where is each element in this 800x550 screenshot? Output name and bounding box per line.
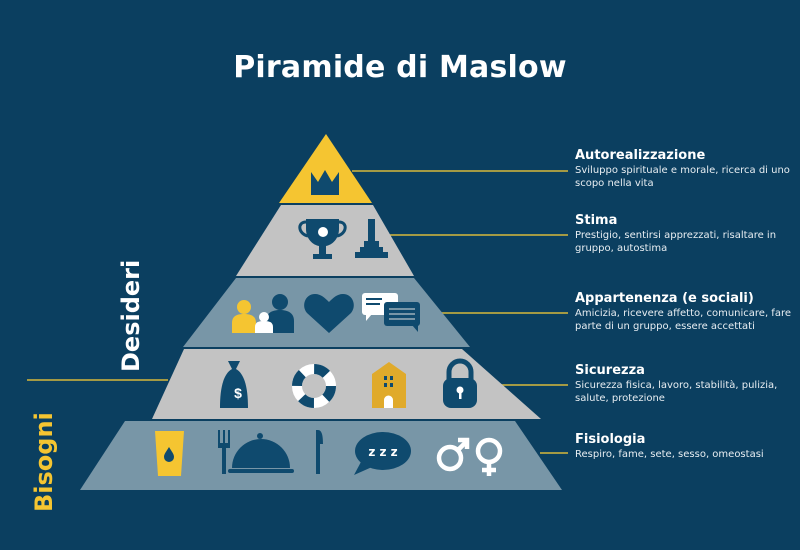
tier-autorealizzazione	[279, 134, 372, 203]
tier-sicurezza	[152, 349, 541, 419]
level-autorealizzazione: Autorealizzazione Sviluppo spirituale e …	[575, 148, 795, 190]
crown-icon	[311, 170, 339, 195]
lifebuoy-icon	[292, 364, 336, 408]
house-icon	[372, 362, 406, 408]
level-description: Respiro, fame, sete, sesso, omeostasi	[575, 449, 764, 460]
tier-fisiologia	[80, 421, 562, 490]
sleep-text: z z z	[368, 445, 397, 459]
trophy-icon	[298, 219, 347, 259]
gender-icon	[436, 437, 503, 476]
level-description: Prestigio, sentirsi apprezzati, risaltar…	[575, 230, 777, 254]
level-title: Appartenenza (e sociali)	[575, 291, 754, 306]
dollar-sign: $	[234, 385, 242, 401]
water-glass-icon	[155, 431, 184, 476]
level-sicurezza: Sicurezza Sicurezza fisica, lavoro, stab…	[575, 363, 795, 405]
money-bag-icon: $	[220, 361, 248, 408]
bisogni-label: Bisogni	[30, 412, 58, 512]
level-description: Sviluppo spirituale e morale, ricerca di…	[575, 165, 790, 189]
padlock-icon	[443, 358, 477, 408]
chat-icon	[362, 293, 420, 332]
sleep-icon: z z z	[354, 432, 411, 475]
food-icon	[218, 430, 323, 474]
level-fisiologia: Fisiologia Respiro, fame, sete, sesso, o…	[575, 432, 795, 461]
level-title: Fisiologia	[575, 432, 646, 447]
level-title: Sicurezza	[575, 363, 645, 378]
desideri-label: Desideri	[117, 259, 145, 372]
level-title: Stima	[575, 213, 618, 228]
podium-icon	[355, 219, 388, 258]
level-appartenenza: Appartenenza (e sociali) Amicizia, ricev…	[575, 291, 795, 333]
level-description: Amicizia, ricevere affetto, comunicare, …	[575, 308, 792, 332]
page-title: Piramide di Maslow	[233, 50, 567, 85]
heart-icon	[304, 294, 354, 333]
level-stima: Stima Prestigio, sentirsi apprezzati, ri…	[575, 213, 795, 255]
family-icon	[232, 294, 294, 333]
level-description: Sicurezza fisica, lavoro, stabilità, pul…	[575, 380, 778, 404]
level-title: Autorealizzazione	[575, 148, 706, 163]
